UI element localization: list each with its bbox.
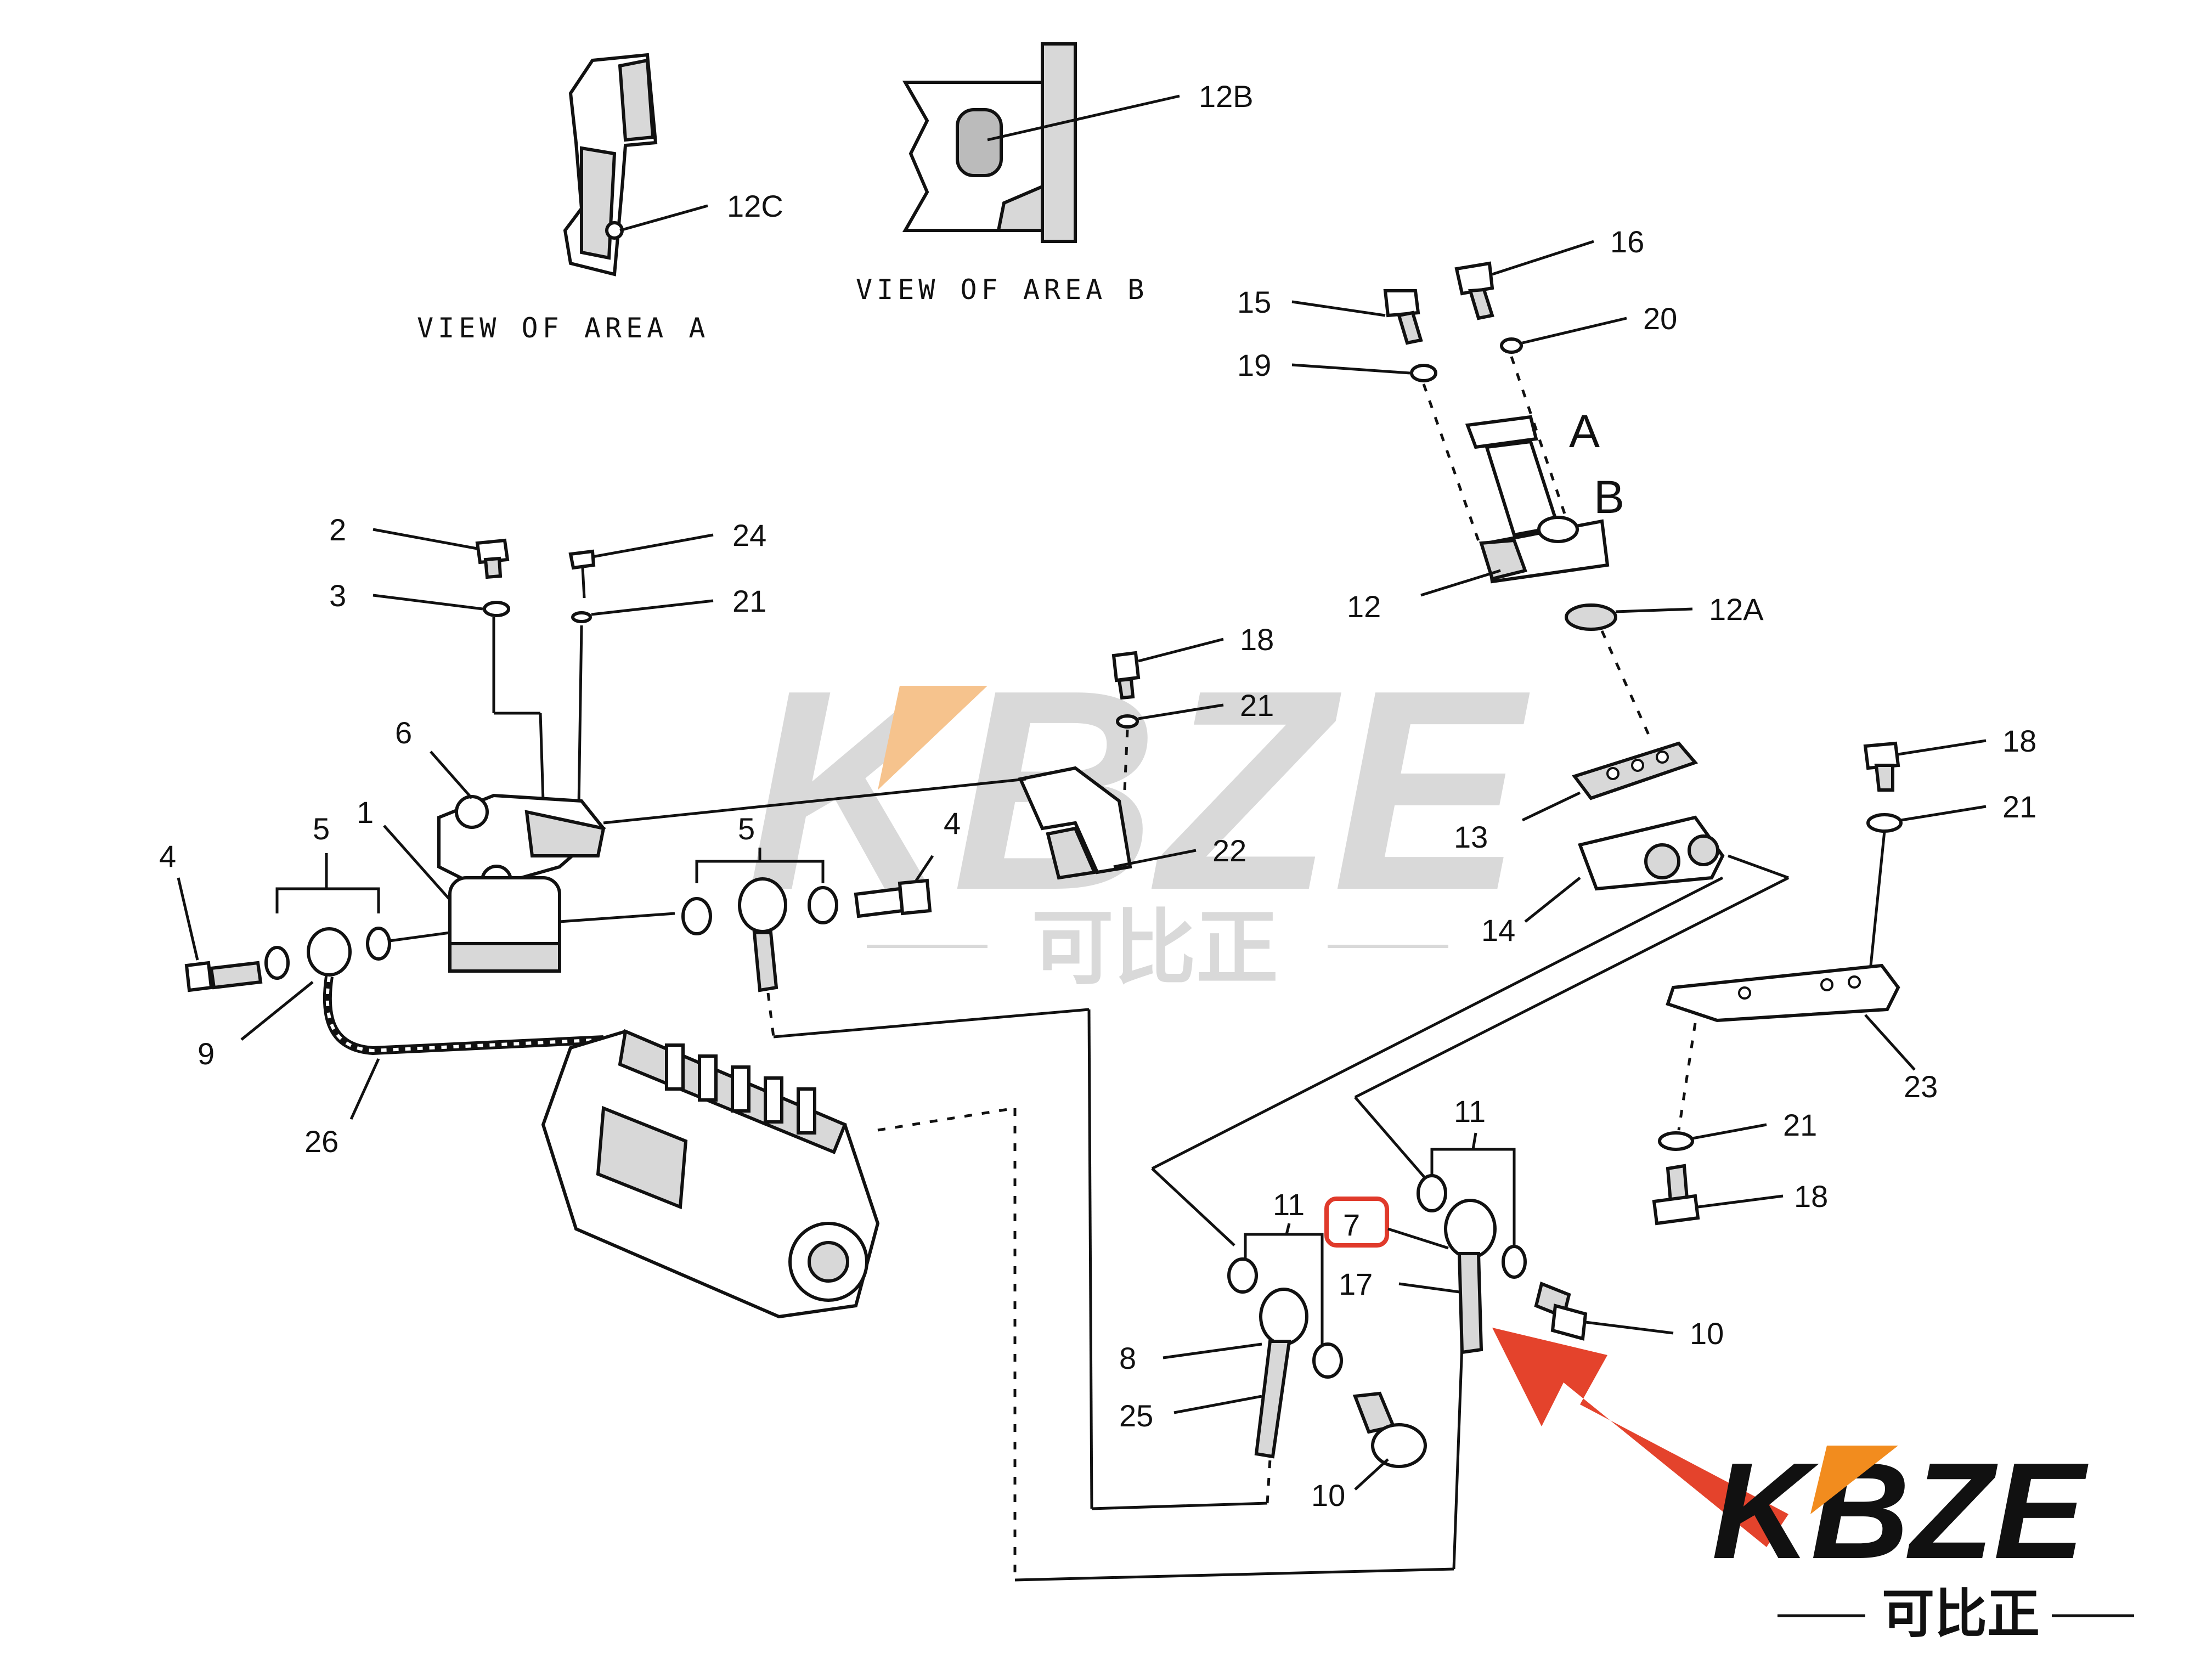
view-area-b-caption: VIEW OF AREA B [856, 274, 1148, 306]
callout-6: 6 [395, 715, 412, 750]
routing-lines [1151, 854, 1790, 1246]
logo-accent-shape [1810, 1446, 1898, 1514]
callout-10-right: 10 [1690, 1316, 1724, 1351]
callout-23: 23 [1904, 1069, 1938, 1104]
callout-5-mid: 5 [738, 811, 755, 846]
brand-logo: KBZE 可比正 [1712, 1434, 2134, 1645]
callout-24: 24 [732, 518, 766, 552]
callout-15: 15 [1237, 285, 1271, 319]
callout-22: 22 [1212, 833, 1246, 868]
callout-4-mid: 4 [944, 806, 961, 840]
callout-17: 17 [1339, 1267, 1373, 1301]
group-bracket: 18 21 22 [1018, 622, 1274, 880]
group-filter: 2 24 3 21 6 1 [159, 512, 1026, 1159]
callout-11-right: 11 [1454, 1094, 1486, 1128]
callout-12: 12 [1347, 589, 1381, 624]
area-letter-b: B [1594, 471, 1624, 523]
callout-9: 9 [198, 1036, 215, 1071]
callout-1: 1 [357, 795, 374, 830]
group-mount-plate: 18 21 23 21 18 [1652, 724, 2036, 1226]
pointer-arrow [1492, 1328, 1788, 1547]
watermark-chinese: 可比正 [1031, 901, 1278, 996]
part-7-banjo [1444, 1199, 1497, 1259]
view-area-a: 12C VIEW OF AREA A [417, 53, 783, 344]
watermark-accent-shape [878, 686, 988, 790]
callout-11-left: 11 [1273, 1187, 1305, 1222]
callout-8: 8 [1119, 1341, 1136, 1375]
watermark: KBZE 可比正 [746, 631, 1533, 996]
view-area-a-caption: VIEW OF AREA A [417, 312, 709, 344]
callout-12c: 12C [727, 189, 783, 223]
group-fittings-lower: 11 7 17 10 11 8 25 10 [1119, 1094, 1724, 1513]
logo-brand: KBZE [1712, 1434, 2089, 1587]
callout-16: 16 [1610, 224, 1644, 259]
group-middle-fittings: 5 4 [681, 806, 1272, 1510]
callout-21-low: 21 [1783, 1108, 1817, 1142]
callout-10-low: 10 [1311, 1478, 1345, 1513]
callout-2: 2 [329, 512, 346, 547]
callout-26: 26 [304, 1124, 338, 1159]
view-area-b: 12B VIEW OF AREA B [856, 42, 1254, 306]
callout-13: 13 [1454, 820, 1488, 854]
callout-14: 14 [1481, 913, 1515, 947]
callout-19: 19 [1237, 348, 1271, 382]
logo-chinese: 可比正 [1882, 1583, 2040, 1645]
callout-21-right: 21 [2002, 789, 2036, 824]
callout-12a: 12A [1709, 592, 1764, 627]
callout-12b: 12B [1199, 79, 1254, 114]
callout-7: 7 [1343, 1207, 1360, 1242]
injection-pump [541, 1029, 1464, 1582]
highlight-box [1324, 1197, 1389, 1248]
callout-18-mid: 18 [1240, 622, 1274, 657]
callout-3: 3 [329, 578, 346, 613]
callout-21-mid: 21 [1240, 688, 1274, 723]
callout-25: 25 [1119, 1398, 1153, 1433]
callout-21-top: 21 [732, 584, 766, 618]
group-primer-pump: 16 15 20 19 A B 12 12A [1237, 224, 1764, 947]
callout-4-left: 4 [159, 839, 176, 873]
callout-18-right: 18 [2002, 724, 2036, 758]
callout-5-left: 5 [313, 811, 330, 846]
callout-18-low: 18 [1794, 1179, 1828, 1214]
callout-20: 20 [1643, 301, 1677, 336]
area-letter-a: A [1569, 405, 1600, 457]
